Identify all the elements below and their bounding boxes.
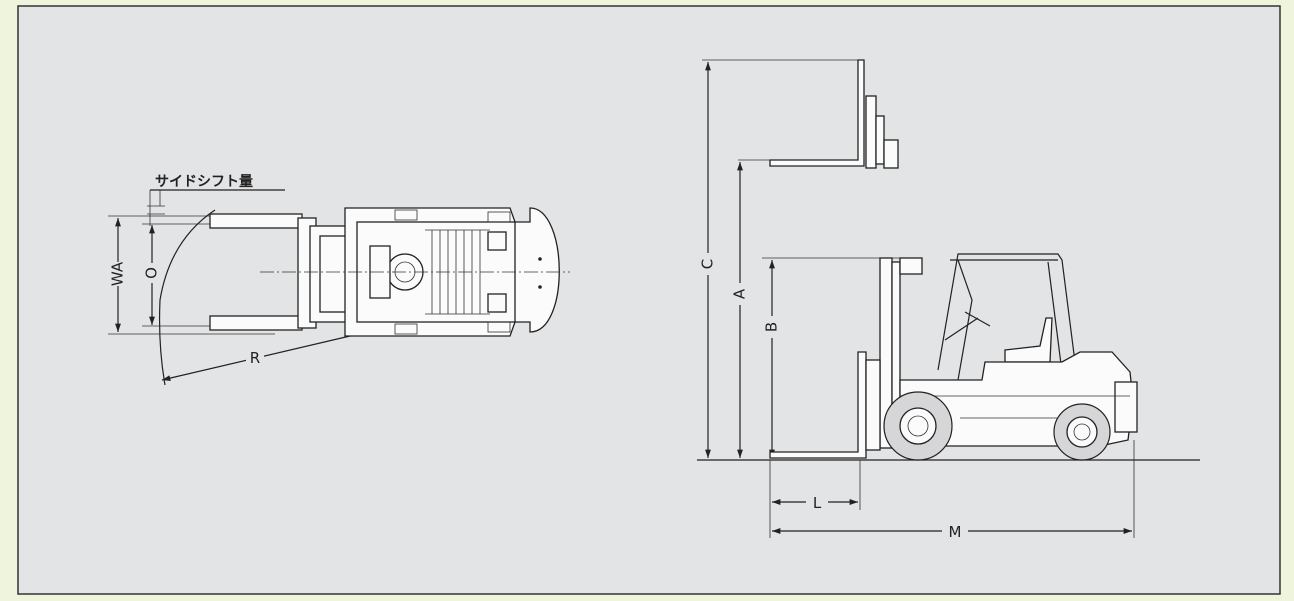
- fork-right: [209, 315, 303, 331]
- c-label: C: [699, 259, 717, 269]
- overhead-guard: [937, 253, 1077, 371]
- forklift-top-view: WA O R: [108, 189, 570, 386]
- side-shift-label: サイドシフト量: [155, 174, 253, 190]
- o-label: O: [143, 267, 161, 279]
- turning-arc: [158, 209, 216, 386]
- a-label: A: [731, 288, 749, 299]
- b-label: B: [763, 322, 781, 332]
- wa-label: WA: [109, 261, 127, 286]
- diagram-panel: [17, 5, 1281, 595]
- fork-left: [209, 213, 303, 229]
- forklift-side-view: C A B: [697, 59, 1200, 541]
- l-label: L: [813, 494, 822, 512]
- m-label: M: [949, 523, 962, 541]
- r-label: R: [250, 349, 260, 367]
- raised-fork: [769, 59, 865, 167]
- lowered-fork: [769, 351, 867, 459]
